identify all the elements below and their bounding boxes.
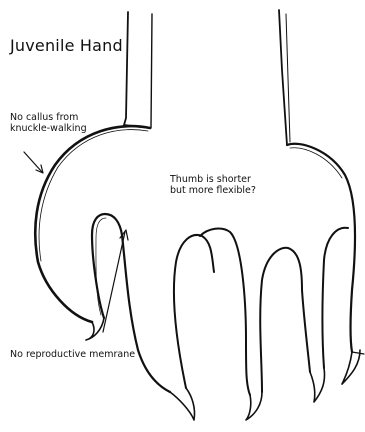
callus-annotation: No callus from knuckle-walking <box>10 112 87 135</box>
pinky-outline <box>323 228 349 368</box>
membrane-annotation: No reproductive memrane <box>10 349 135 360</box>
right-edge-base <box>352 352 364 354</box>
wrist-left-line <box>124 12 150 128</box>
finger2-outline <box>200 229 250 395</box>
right-edge-claw <box>342 350 360 384</box>
finger3-outline <box>260 248 302 392</box>
callus-arrow-line <box>24 152 42 172</box>
thumb-outline <box>92 214 170 392</box>
palm-outer-contour-sketch <box>39 130 148 261</box>
wrist-left-inner <box>151 14 152 128</box>
thumb-outline-sketch <box>96 218 106 315</box>
finger1-claw <box>170 388 195 420</box>
thumb-arrow-line <box>103 232 125 332</box>
finger3-right <box>302 290 310 372</box>
thumb-annotation: Thumb is shorter but more flexible? <box>170 174 256 197</box>
finger3-claw <box>310 368 325 402</box>
diagram-title: Juvenile Hand <box>10 36 123 55</box>
palm-right-contour <box>287 144 355 352</box>
finger2-claw <box>246 392 262 420</box>
wrist-right-line <box>279 10 287 145</box>
wrist-right-inner <box>286 14 290 142</box>
finger1-inner-up <box>174 235 214 388</box>
